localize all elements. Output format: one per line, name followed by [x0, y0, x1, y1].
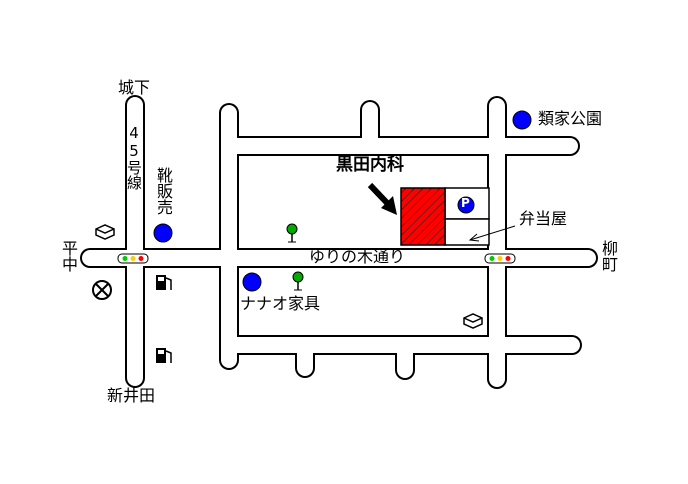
gas-station-icon: [156, 348, 172, 363]
post-office-icon: [92, 280, 112, 300]
label-bento-shop: 弁当屋: [519, 209, 568, 228]
arrow-icon: [367, 182, 397, 215]
label-shoe-shop: 靴販売: [154, 167, 173, 215]
label-nanao-furniture: ナナオ家具: [240, 294, 321, 313]
tree-icon: [286, 223, 298, 243]
traffic-light-icon: [117, 253, 149, 264]
book-icon: [95, 224, 115, 240]
clinic-building[interactable]: [400, 187, 446, 246]
bento-pointer-arrow: [468, 225, 516, 242]
nanao-furniture-dot: [242, 272, 262, 292]
label-hiranaka: 平中: [59, 240, 78, 272]
label-joshita: 城下: [118, 78, 151, 97]
tree-icon: [292, 271, 304, 291]
parking-label: P: [461, 196, 470, 210]
traffic-light-icon: [484, 253, 516, 264]
book-icon: [463, 313, 483, 329]
street-name: ゆりの木通り: [309, 247, 406, 266]
label-route45: 45号線: [125, 124, 143, 190]
roads: [80, 95, 598, 389]
label-yanagimachi: 柳町: [599, 240, 618, 272]
parking-icon: [457, 196, 475, 214]
ruike-park-dot: [512, 110, 532, 130]
label-ruike-park: 類家公園: [538, 109, 603, 128]
roads-fill: [82, 97, 596, 387]
clinic-name: 黒田内科: [336, 155, 404, 175]
label-shinseida: 新井田: [107, 386, 156, 405]
shoe-shop-dot: [153, 223, 173, 243]
gas-station-icon: [156, 275, 172, 290]
